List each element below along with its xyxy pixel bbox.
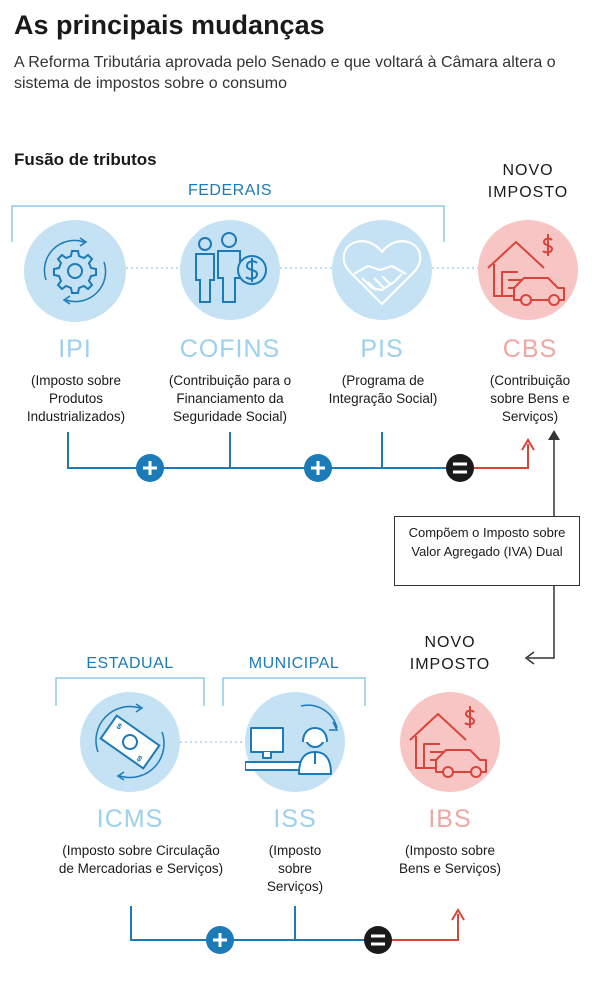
group-label-federal: FEDERAIS [187,182,272,199]
top-flow-line [67,432,460,469]
banknote-icon: $ $ [95,703,165,781]
house-car-money-icon [409,706,487,778]
plus-operator [136,454,164,482]
municipal-bracket [222,677,366,706]
worker-computer-icon [245,704,339,775]
equals-operator [446,454,474,482]
gear-icon [43,237,107,305]
cofins-description: (Contribuição para o Financiamento da Se… [168,373,292,424]
cbs-acronym: CBS [502,335,558,363]
plus-operator [206,926,234,954]
ipi-description: (Imposto sobre Produtos Industrializados… [26,373,126,424]
people-money-icon [195,232,267,303]
new-tax-label-bottom: NOVO IMPOSTO [409,634,491,673]
pis-circle [332,220,432,320]
icms-description: (Imposto sobre Circulação de Mercadorias… [58,843,224,876]
iss-description: (Imposto sobre Serviços) [266,843,324,894]
equals-operator [364,926,392,954]
cofins-acronym: COFINS [179,335,281,363]
ibs-circle [400,692,500,792]
state-bracket [55,677,205,706]
page-title: As principais mudanças [14,10,325,40]
cbs-circle [478,220,578,320]
group-label-state: ESTADUAL [86,655,174,672]
svg-text:$: $ [135,754,144,764]
cofins-circle [180,220,280,320]
federal-bracket [11,205,445,242]
new-tax-label-top: NOVO IMPOSTO [487,162,569,201]
page-subtitle: A Reforma Tributária aprovada pelo Senad… [14,54,556,92]
pis-acronym: PIS [360,335,404,363]
group-label-municipal: MUNICIPAL [248,655,340,672]
ibs-acronym: IBS [428,805,472,833]
section-title: Fusão de tributos [14,150,157,169]
bottom-flow-line [130,906,380,941]
icms-acronym: ICMS [96,805,164,833]
pis-description: (Programa de Integração Social) [328,373,438,406]
iss-acronym: ISS [273,805,317,833]
iss-circle [245,692,345,792]
cbs-description: (Contribuição sobre Bens e Serviços) [489,373,571,424]
bottom-result-arrow [380,914,459,941]
icms-circle: $ $ [80,692,180,792]
svg-text:$: $ [115,722,124,732]
handshake-heart-icon [342,240,422,306]
iva-dual-note: Compõem o Imposto sobre Valor Agregado (… [394,516,580,586]
ipi-circle [24,220,126,322]
house-car-money-icon [487,234,565,306]
ibs-description: (Imposto sobre Bens e Serviços) [398,843,502,876]
note-arrow [528,586,555,659]
top-result-arrow [460,444,529,469]
plus-operator [304,454,332,482]
ipi-acronym: IPI [58,335,92,363]
